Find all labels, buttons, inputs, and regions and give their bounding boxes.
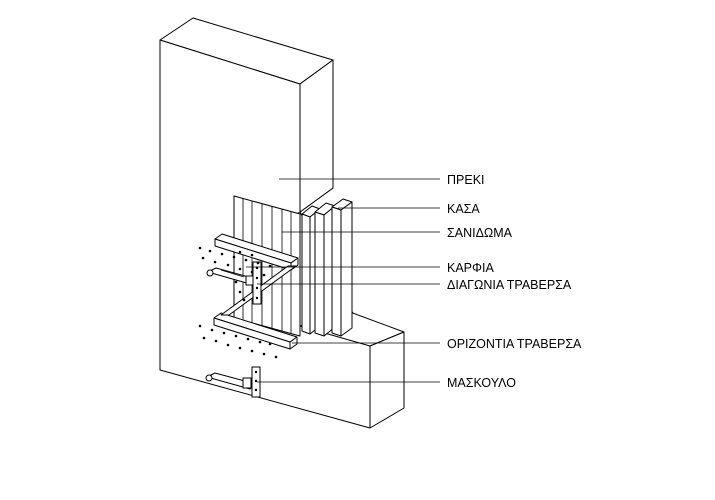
lower-batten (213, 312, 298, 350)
label-nails: ΚΑΡΦΙΑ (447, 261, 494, 275)
lintel (295, 59, 334, 215)
label-diagonal-brace: ΔΙΑΓΩΝΙΑ ΤΡΑΒΕΡΣΑ (447, 278, 572, 292)
leader-lines (246, 178, 440, 383)
label-lintel: ΠΡΕΚΙ (447, 173, 485, 187)
upper-hinge (206, 261, 262, 305)
label-frame: ΚΑΣΑ (447, 202, 480, 216)
label-hinge: ΜΑΣΚΟΥΛΟ (447, 376, 516, 390)
lower-hinge (205, 366, 261, 398)
door-frame (301, 198, 353, 337)
planking (233, 195, 301, 337)
label-planking: ΣΑΝΙΔΩΜΑ (447, 226, 513, 240)
label-horizontal-brace: ΟΡΙΖΟΝΤΙΑ ΤΡΑΒΕΡΣΑ (447, 337, 582, 351)
nail-dots (198, 246, 278, 359)
